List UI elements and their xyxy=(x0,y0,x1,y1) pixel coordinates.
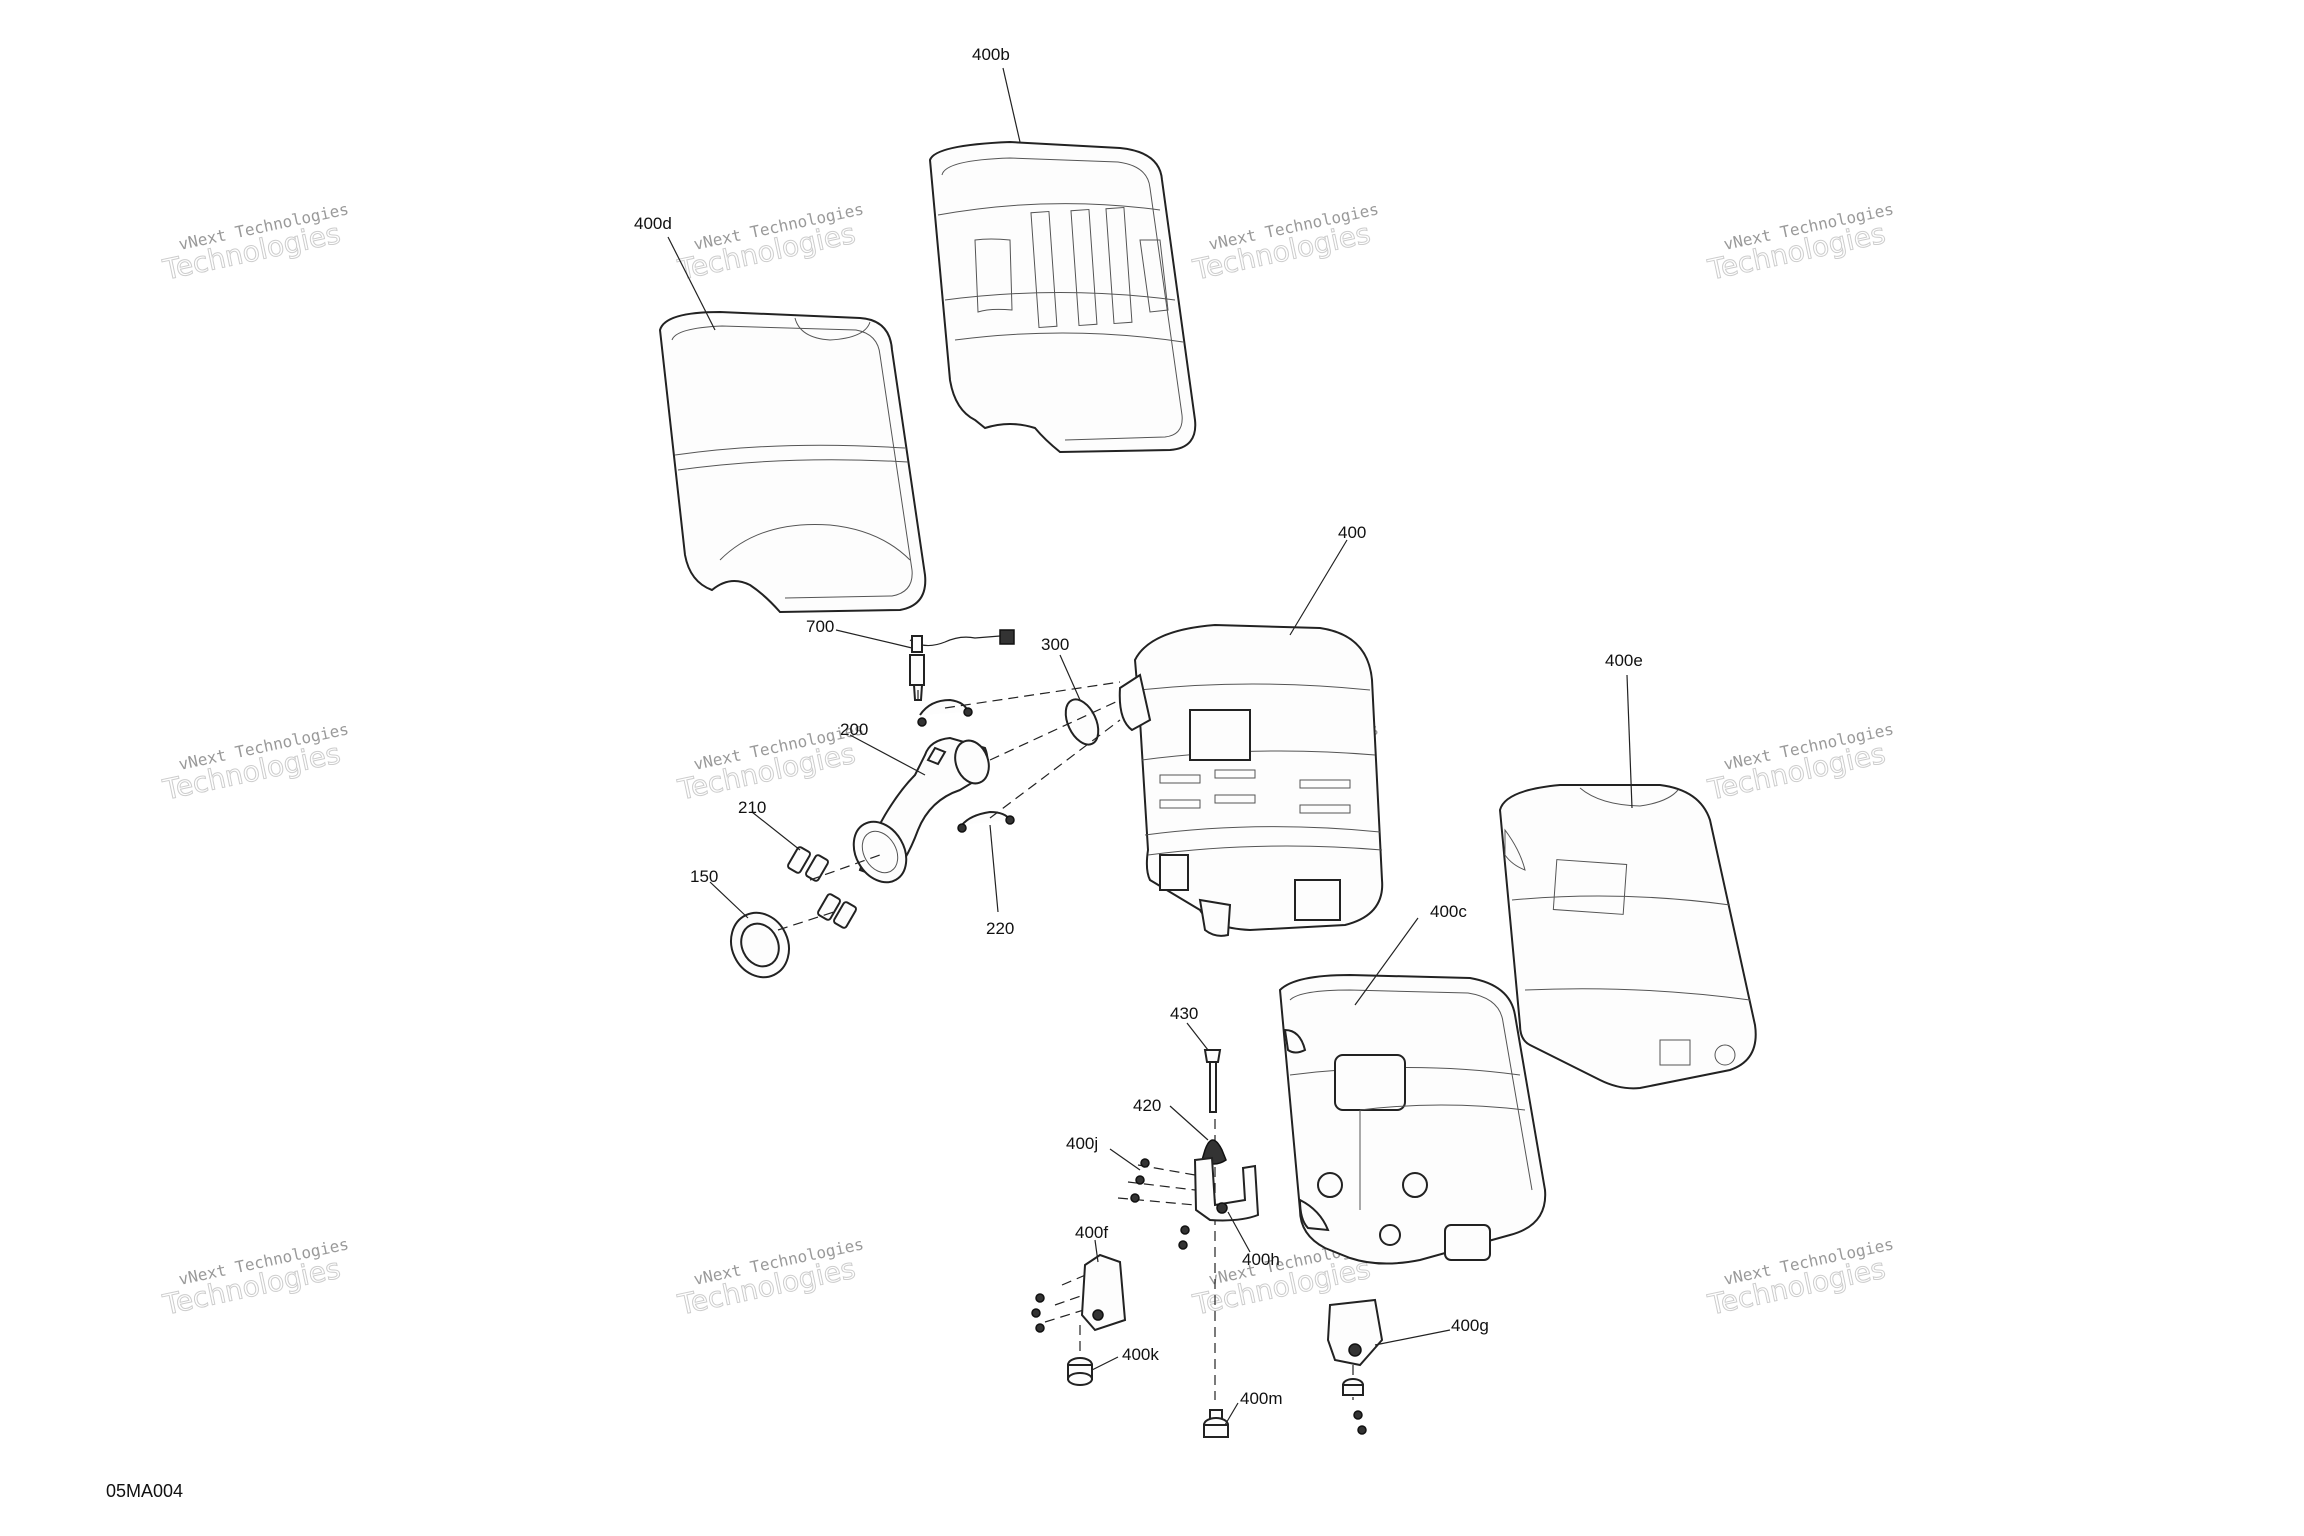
callout-430: 430 xyxy=(1170,1004,1198,1023)
nuts-400j xyxy=(1130,1158,1190,1250)
clamp-upper xyxy=(917,698,973,727)
callout-400h: 400h xyxy=(1242,1250,1280,1269)
watermark: vNext Technologies Technologies xyxy=(159,199,350,287)
callout-220: 220 xyxy=(986,919,1014,938)
callout-400m: 400m xyxy=(1240,1389,1283,1408)
watermark: vNext Technologies Technologies xyxy=(674,199,865,287)
watermark: vNext Technologies Technologies xyxy=(1704,1234,1895,1322)
heat-shield-400e xyxy=(1498,784,1757,1090)
gasket-300 xyxy=(1064,698,1100,746)
callout-300: 300 xyxy=(1041,635,1069,654)
watermark: vNext Technologies Technologies xyxy=(1704,719,1895,807)
callout-400b: 400b xyxy=(972,45,1010,64)
heat-shield-400c xyxy=(1278,973,1547,1265)
bracket-400h xyxy=(1193,1156,1260,1222)
watermark: vNext Technologies Technologies xyxy=(674,1234,865,1322)
callouts: 400b 400d 400 700 300 400e 200 210 150 2… xyxy=(634,45,1643,1408)
bolt-430 xyxy=(1203,1049,1222,1113)
callout-400g: 400g xyxy=(1451,1316,1489,1335)
exhaust-pipe-200 xyxy=(852,736,990,884)
bracket-400g xyxy=(1326,1298,1384,1435)
watermark: vNext Technologies Technologies xyxy=(1704,199,1895,287)
callout-400e: 400e xyxy=(1605,651,1643,670)
watermark: vNext Technologies Technologies xyxy=(159,719,350,807)
callout-420: 420 xyxy=(1133,1096,1161,1115)
heat-shield-400b xyxy=(928,140,1197,454)
callout-150: 150 xyxy=(690,867,718,886)
callout-400: 400 xyxy=(1338,523,1366,542)
leader-lines xyxy=(667,67,1633,1426)
figure-code: 05MA004 xyxy=(106,1481,183,1501)
callout-200: 200 xyxy=(840,720,868,739)
callout-210: 210 xyxy=(738,798,766,817)
springs-210 xyxy=(787,846,857,929)
gasket-150 xyxy=(730,911,790,979)
watermark: vNext Technologies Technologies xyxy=(1189,199,1380,287)
callout-400d: 400d xyxy=(634,214,672,233)
callout-400k: 400k xyxy=(1122,1345,1159,1364)
sensor-700 xyxy=(909,629,1015,701)
heat-shield-400d xyxy=(658,310,927,614)
callout-400j: 400j xyxy=(1066,1134,1098,1153)
mount-400m xyxy=(1203,1409,1229,1438)
muffler-400 xyxy=(1118,623,1384,937)
mount-400k xyxy=(1067,1357,1093,1386)
clamp-lower xyxy=(957,810,1015,833)
watermark: vNext Technologies Technologies xyxy=(159,1234,350,1322)
callout-700: 700 xyxy=(806,617,834,636)
bracket-400f xyxy=(1031,1253,1127,1333)
callout-400f: 400f xyxy=(1075,1223,1108,1242)
callout-400c: 400c xyxy=(1430,902,1467,921)
